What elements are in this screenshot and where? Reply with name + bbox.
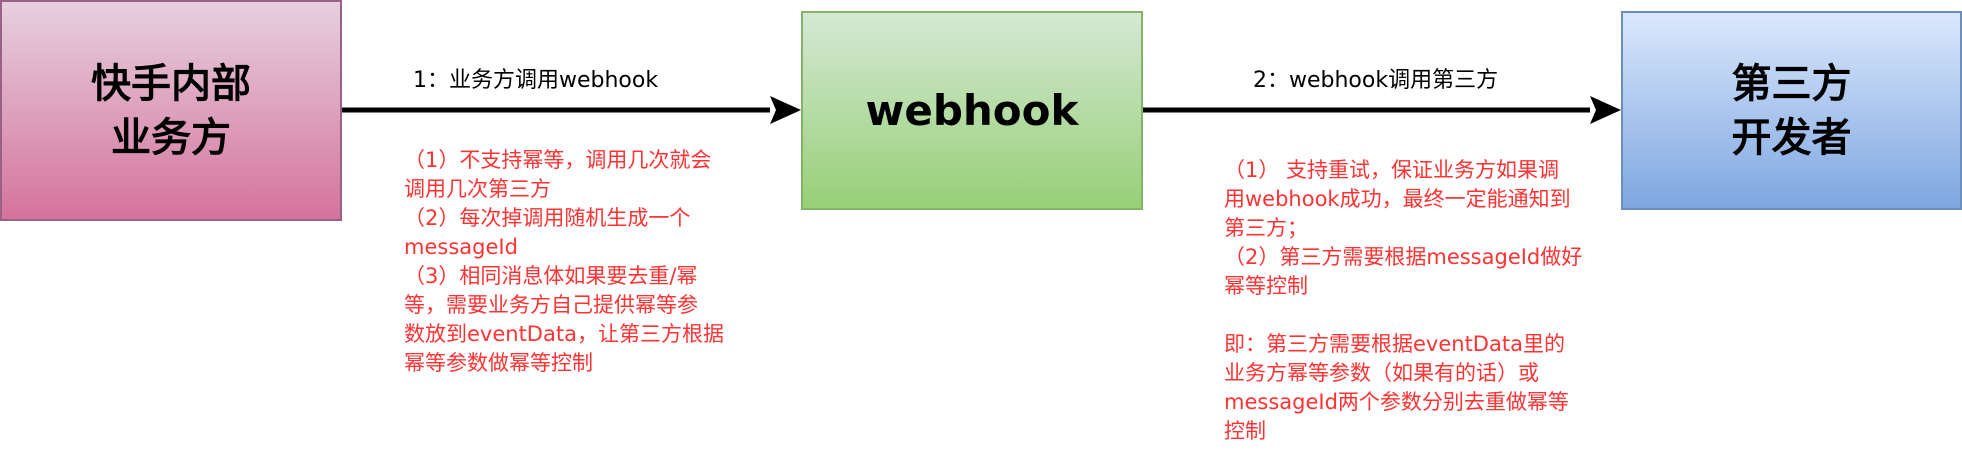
note-line: messageId (404, 235, 518, 259)
node-label-line: 第三方 (1731, 60, 1852, 107)
node-label-line: 快手内部 (91, 60, 251, 107)
note-business-side: （1）不支持幂等，调用几次就会 调用几次第三方 （2）每次掉调用随机生成一个 m… (404, 146, 784, 378)
note-line: 控制 (1224, 419, 1266, 443)
arrowhead-to-third-party (1590, 96, 1621, 124)
note-line: messageId两个参数分别去重做幂等 (1224, 390, 1569, 414)
note-blank-line (1224, 301, 1624, 330)
note-line: 调用几次第三方 (404, 177, 551, 201)
node-label-line: 业务方 (111, 114, 231, 161)
note-line: （1）不支持幂等，调用几次就会 (404, 148, 712, 172)
edge-label-webhook-to-third-party: 2：webhook调用第三方 (1253, 68, 1499, 93)
note-line: 即：第三方需要根据eventData里的 (1224, 332, 1565, 356)
note-line: 第三方； (1224, 216, 1308, 240)
note-line: 用webhook成功，最终一定能通知到 (1224, 187, 1571, 211)
node-internal-business: 快手内部 业务方 (0, 0, 342, 221)
note-line: 幂等控制 (1224, 274, 1308, 298)
note-third-party-side: （1） 支持重试，保证业务方如果调 用webhook成功，最终一定能通知到 第三… (1224, 156, 1624, 446)
note-line: （2）每次掉调用随机生成一个 (404, 206, 691, 230)
note-line: （1） 支持重试，保证业务方如果调 (1224, 158, 1560, 182)
note-line: 幂等参数做幂等控制 (404, 351, 593, 375)
note-line: （3）相同消息体如果要去重/幂 (404, 264, 698, 288)
node-third-party-developer: 第三方 开发者 (1621, 11, 1962, 210)
node-webhook: webhook (801, 11, 1143, 210)
node-label-line: 开发者 (1731, 114, 1852, 161)
note-line: 数放到eventData，让第三方根据 (404, 322, 724, 346)
note-line: 业务方幂等参数（如果有的话）或 (1224, 361, 1539, 385)
node-label-line: webhook (865, 86, 1079, 135)
note-line: （2）第三方需要根据messageId做好 (1224, 245, 1583, 269)
edge-label-business-to-webhook: 1：业务方调用webhook (413, 68, 659, 93)
note-line: 等，需要业务方自己提供幂等参 (404, 293, 698, 317)
arrowhead-to-webhook (770, 96, 801, 124)
